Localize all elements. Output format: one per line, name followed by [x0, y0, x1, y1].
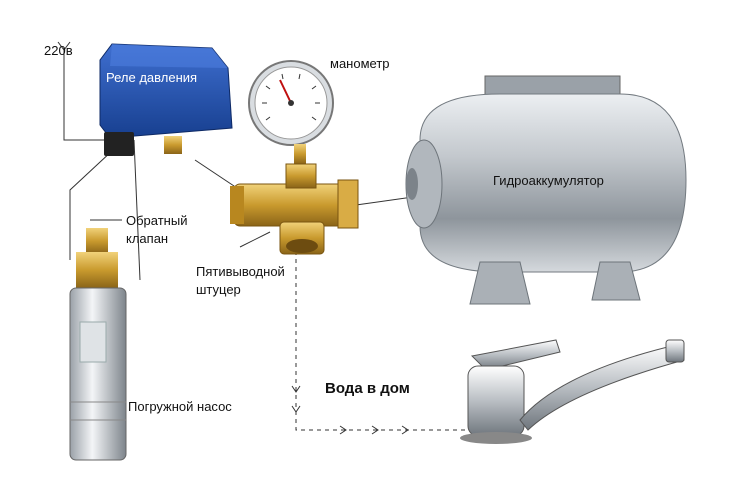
hydro-accumulator-tank: [405, 75, 687, 305]
pressure-relay: [99, 43, 233, 156]
submersible-pump-label: Погружной насос: [128, 399, 232, 414]
power-antenna-icon: [57, 41, 71, 60]
check-valve-label-line1: Обратный: [126, 213, 188, 228]
submersible-pump: [69, 228, 127, 461]
accumulator-label: Гидроаккумулятор: [493, 173, 604, 188]
flow-arrows: [291, 385, 409, 435]
manometer-gauge: [248, 60, 334, 164]
manometer-label: манометр: [330, 56, 390, 71]
fitting-label-line1: Пятивыводной: [196, 264, 285, 279]
fitting-label-line2: штуцер: [196, 282, 241, 297]
kitchen-faucet: [460, 339, 685, 444]
check-valve-label-line2: клапан: [126, 231, 169, 246]
water-to-house-label: Вода в дом: [325, 380, 410, 397]
pressure-relay-label: Реле давления: [106, 70, 198, 85]
five-way-fitting: [230, 163, 359, 255]
power-label: 220в: [44, 43, 73, 58]
